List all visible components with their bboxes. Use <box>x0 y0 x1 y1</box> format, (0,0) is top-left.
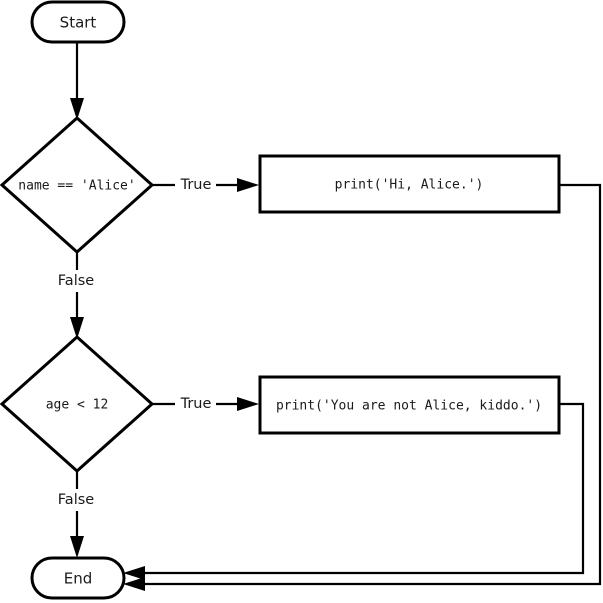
arrowhead-right <box>237 178 259 192</box>
arrowhead-right <box>237 397 259 411</box>
node-decision-age[interactable]: age < 12 <box>0 334 155 474</box>
arrowhead-left <box>123 577 145 591</box>
node-print-hi[interactable]: print('Hi, Alice.') <box>258 154 561 214</box>
arrowhead-down <box>70 317 84 339</box>
edge-decision-age-false <box>70 471 84 558</box>
start-shape <box>30 0 126 44</box>
print-not-alice-shape <box>258 375 561 435</box>
node-print-not-alice[interactable]: print('You are not Alice, kiddo.') <box>258 375 561 435</box>
edge-label-name-true: True <box>180 177 212 193</box>
arrowhead-left <box>123 566 145 580</box>
edge-decision-age-true <box>152 397 259 411</box>
arrowhead-down <box>70 98 84 120</box>
edge-label-name-false: False <box>58 273 94 289</box>
decision-age-label: age < 12 <box>46 398 109 413</box>
edge-start-to-decision-name <box>70 42 84 120</box>
edge-label-age-false: False <box>58 492 94 508</box>
decision-name-label: name == 'Alice' <box>18 179 135 194</box>
arrowhead-down <box>70 536 84 558</box>
end-label: End <box>64 570 93 588</box>
decision-age-shape <box>0 334 155 474</box>
node-start[interactable]: Start <box>30 0 126 44</box>
print-not-alice-label: print('You are not Alice, kiddo.') <box>276 399 542 414</box>
decision-name-shape <box>0 115 155 255</box>
edge-print-hi-to-end <box>123 183 602 591</box>
edge-print-not-alice-to-end <box>123 402 585 580</box>
print-hi-shape <box>258 154 561 214</box>
edge-decision-name-false <box>70 252 84 339</box>
edge-decision-name-true <box>152 178 259 192</box>
print-hi-label: print('Hi, Alice.') <box>335 178 484 193</box>
end-shape <box>30 556 126 600</box>
node-end[interactable]: End <box>30 556 126 600</box>
edge-label-age-true: True <box>180 396 212 412</box>
start-label: Start <box>60 14 97 32</box>
node-decision-name[interactable]: name == 'Alice' <box>0 115 155 255</box>
